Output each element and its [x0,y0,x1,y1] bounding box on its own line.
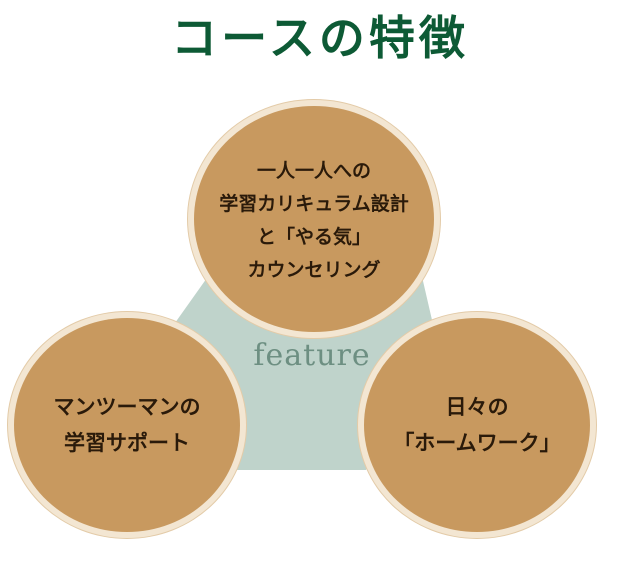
feature-text-line: 学習カリキュラム設計 [219,193,409,215]
page-title: コースの特徴 [171,11,469,65]
feature-text-line: カウンセリング [247,259,381,281]
feature-center-label: feature [253,338,371,373]
feature-text-line: と「やる気」 [256,226,371,248]
feature-text-line: 学習サポート [64,431,190,455]
feature-text-line: 日々の [445,395,509,419]
feature-text-line: 一人一人への [256,160,371,182]
feature-circle-homework: 日々の 「ホームワーク」 [364,318,590,532]
feature-circle-curriculum: 一人一人への 学習カリキュラム設計 と「やる気」 カウンセリング [194,106,434,332]
feature-text-line: 「ホームワーク」 [393,431,561,455]
feature-text-line: マンツーマンの [53,395,201,419]
feature-circle-one-on-one: マンツーマンの 学習サポート [14,318,240,532]
